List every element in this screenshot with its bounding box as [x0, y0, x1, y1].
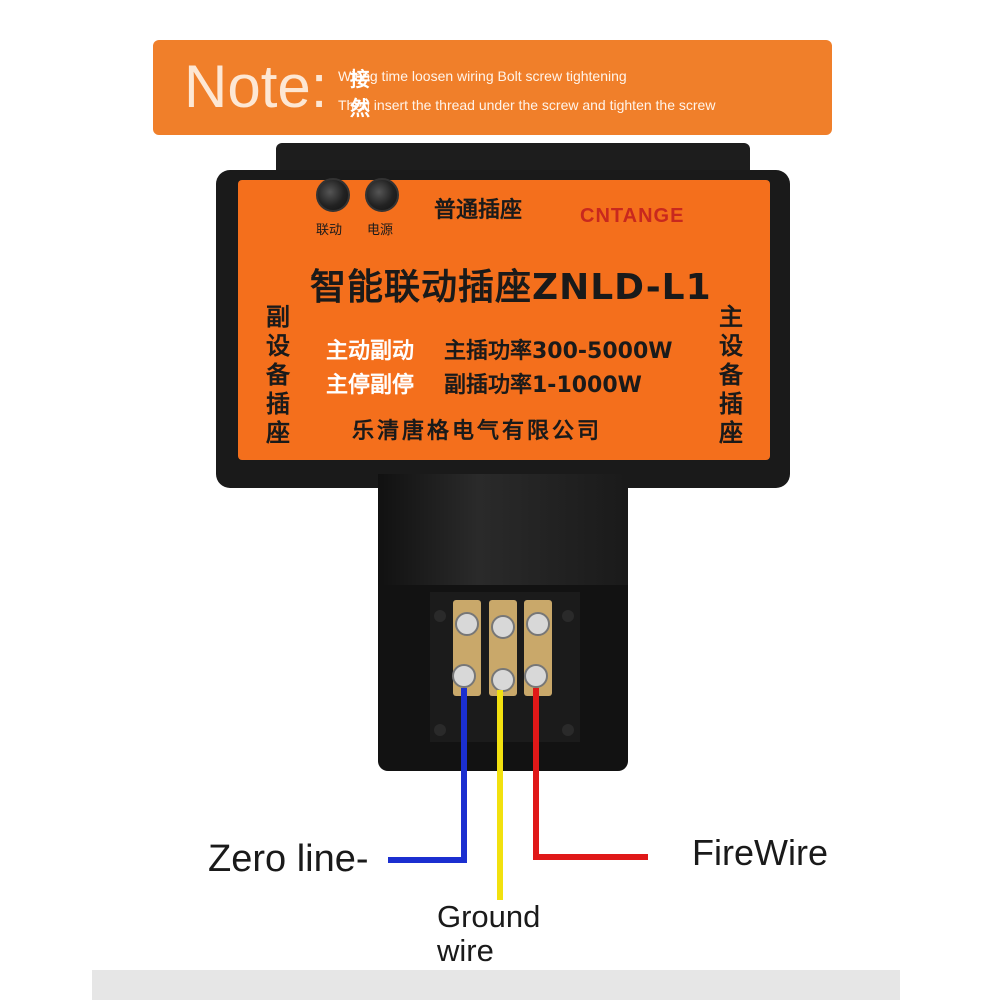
note-cn-char-2: 然 — [350, 96, 370, 120]
socket-type-label: 普通插座 — [434, 198, 523, 223]
secondary-device-socket-label: 副设备插座 — [266, 303, 290, 447]
bottom-strip — [92, 970, 900, 1000]
fire-wire-label: FireWire — [692, 832, 828, 873]
main-device-socket-label: 主设备插座 — [719, 303, 743, 447]
note-banner — [153, 40, 832, 135]
screw-icon[interactable] — [491, 615, 515, 639]
screw-icon[interactable] — [455, 612, 479, 636]
zero-line-label: Zero line- — [208, 838, 369, 880]
power-indicator-label: 电源 — [367, 223, 394, 238]
brand-label: CNTANGE — [580, 205, 685, 227]
main-power-spec: 主插功率300-5000W — [444, 339, 673, 364]
device-label-panel — [238, 180, 770, 460]
zero-line-wire — [388, 688, 467, 863]
screw-icon[interactable] — [524, 664, 548, 688]
note-line-2: Then insert the thread under the screw a… — [338, 97, 716, 113]
linkage-indicator-light — [316, 178, 350, 212]
sub-power-spec: 副插功率1-1000W — [444, 373, 642, 398]
note-label: Note: — [184, 53, 328, 120]
note-line-1: Wiring time loosen wiring Bolt screw tig… — [338, 68, 627, 84]
mode-start-label: 主动副动 — [326, 339, 415, 364]
power-indicator-light — [365, 178, 399, 212]
mode-stop-label: 主停副停 — [326, 373, 415, 398]
plug-body — [378, 474, 628, 598]
ground-wire-label: Ground wire — [437, 899, 541, 968]
screw-icon[interactable] — [526, 612, 550, 636]
screw-icon[interactable] — [452, 664, 476, 688]
fire-wire — [533, 688, 648, 860]
note-cn-char-1: 接 — [350, 67, 370, 91]
terminal-block — [434, 600, 574, 736]
model-title: 智能联动插座ZNLD-L1 — [310, 267, 712, 308]
company-name: 乐清唐格电气有限公司 — [352, 419, 603, 444]
linkage-indicator-label: 联动 — [316, 223, 343, 238]
screw-icon[interactable] — [491, 668, 515, 692]
